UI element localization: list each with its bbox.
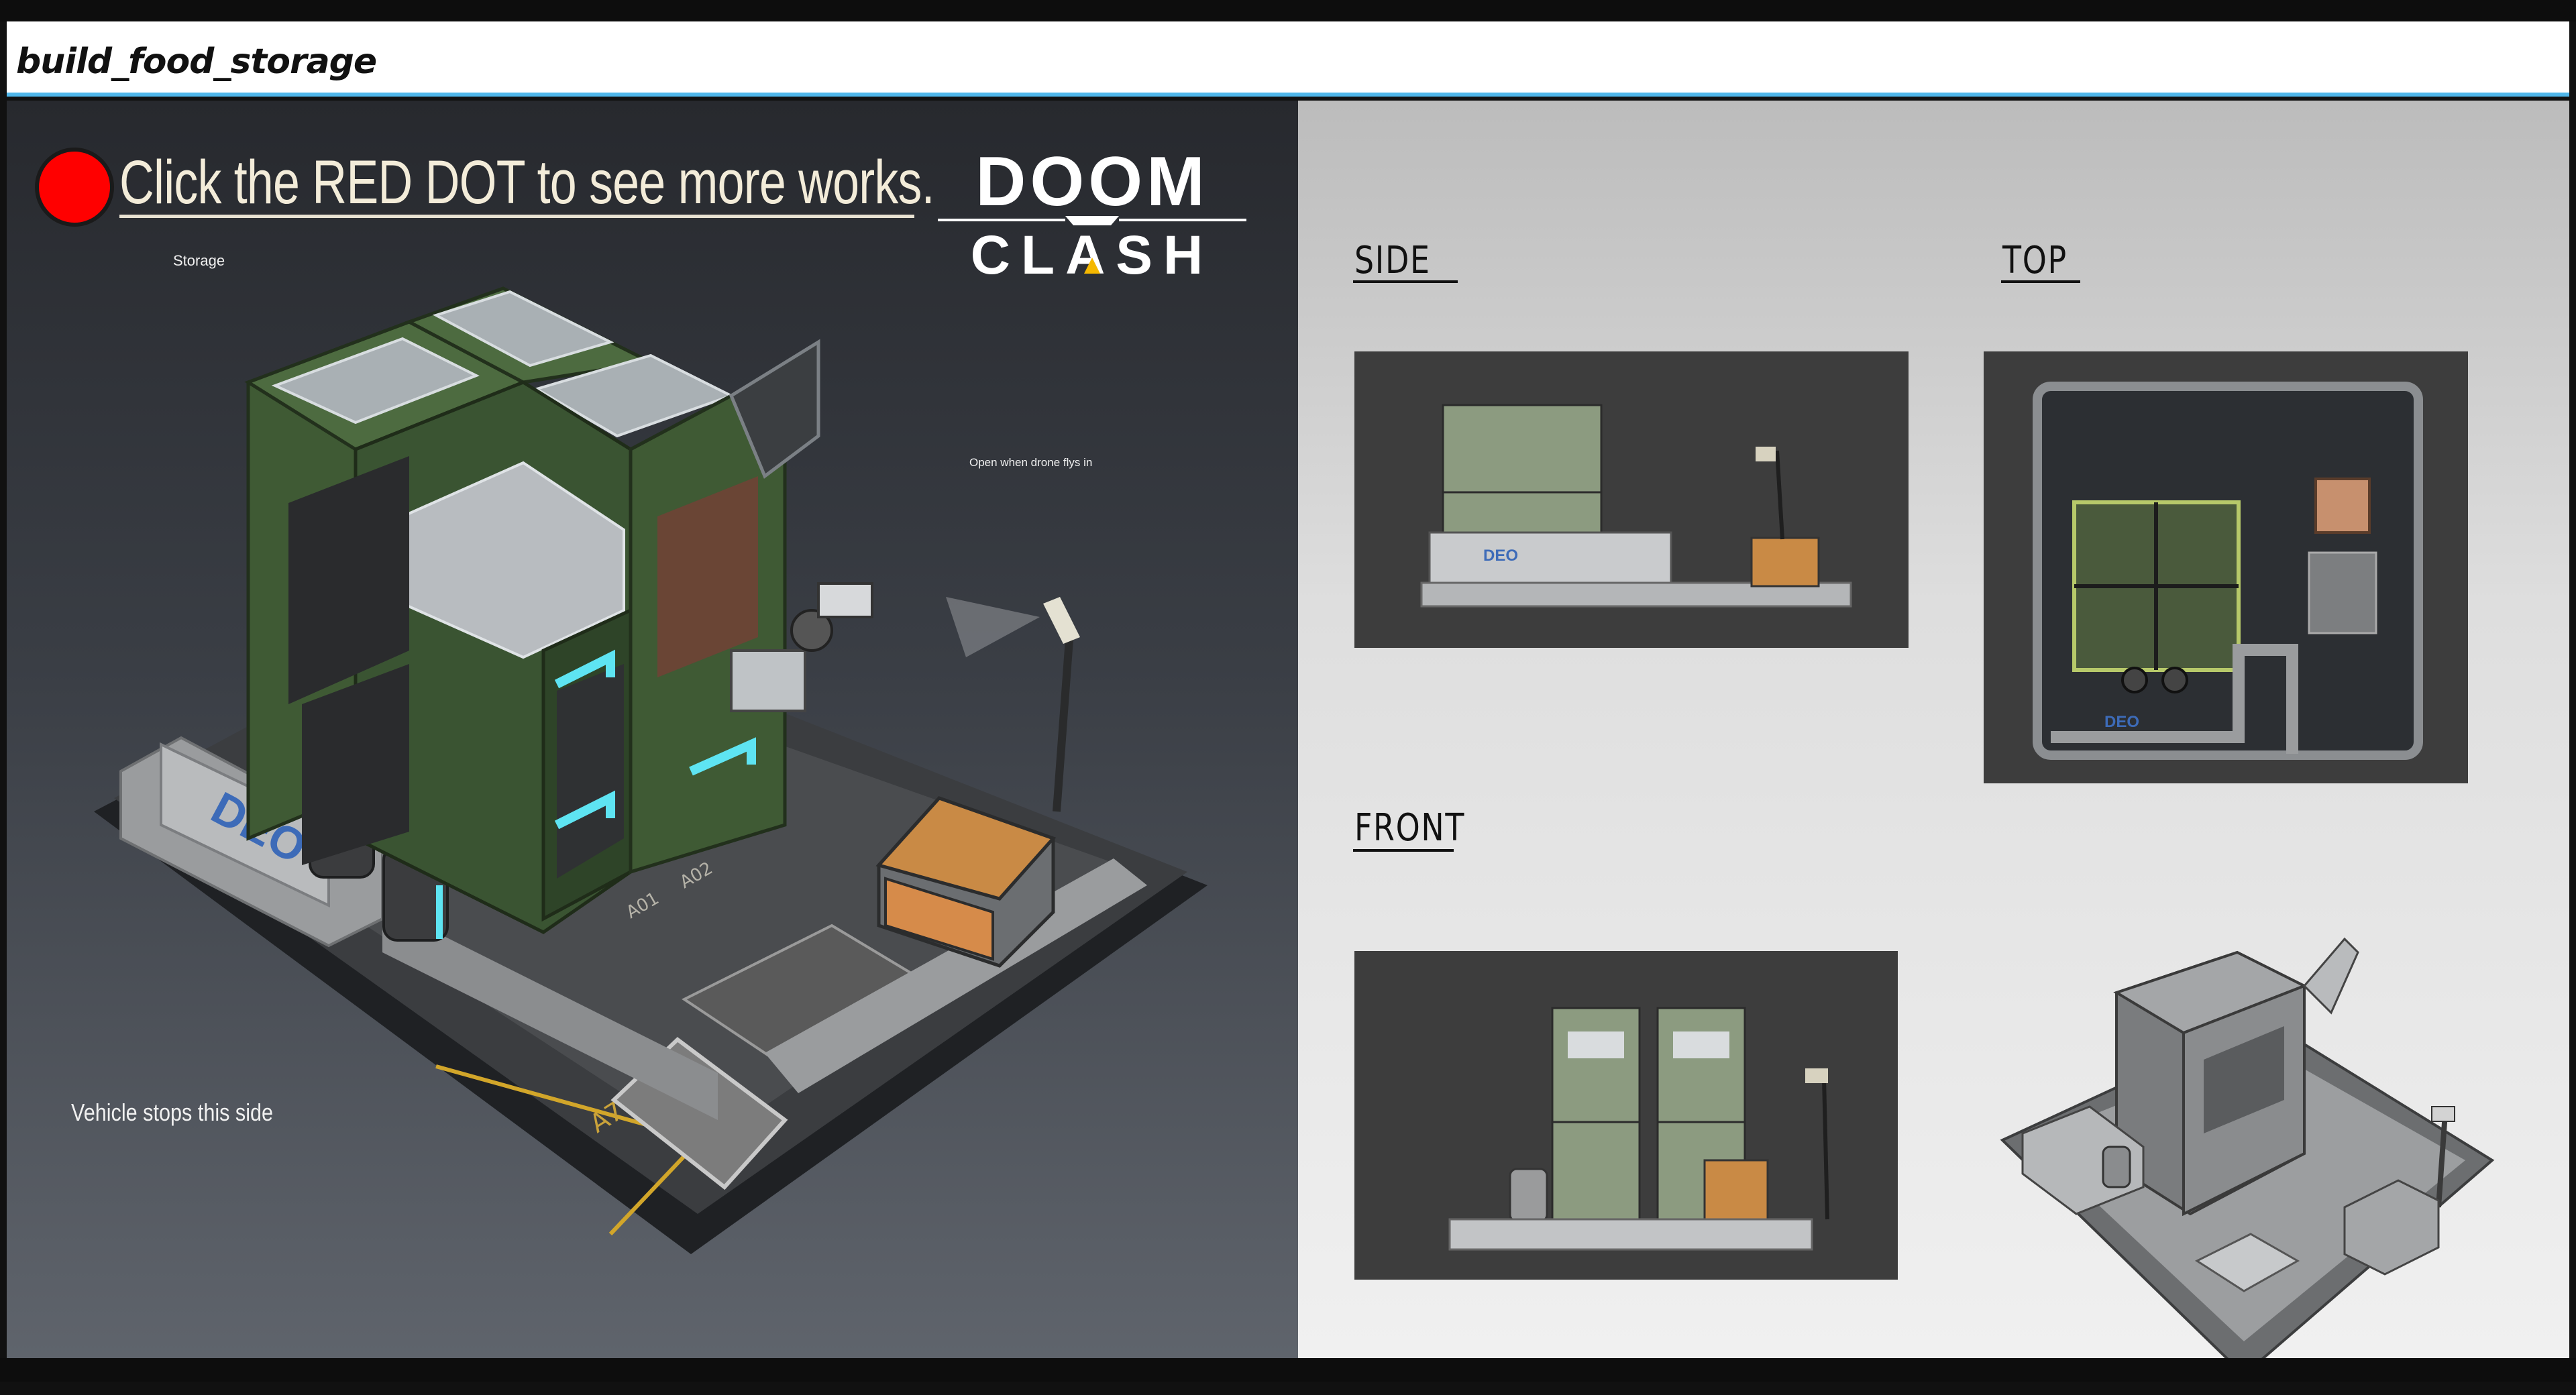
front-label: FRONT (1354, 806, 1466, 850)
red-dot-button[interactable] (35, 148, 114, 227)
container-lid-2 (432, 290, 614, 368)
top-view-image: DEO (1984, 351, 2468, 783)
logo-line1: DOOM (975, 146, 1209, 221)
svg-text:DEO: DEO (2104, 713, 2139, 731)
glow-handle-2 (554, 790, 615, 830)
top-label: TOP (2002, 239, 2068, 282)
lamp-head (1043, 597, 1080, 644)
vehicle-note: Vehicle stops this side (71, 1099, 274, 1126)
bottom-frame (0, 1358, 2576, 1382)
top-frame (0, 0, 2576, 21)
open-door-interior (657, 476, 758, 677)
promo-underline (119, 215, 914, 218)
storage-note: Storage (173, 252, 225, 269)
storage-building-render: A7 DEO (94, 286, 1208, 1254)
container-lid-1 (271, 337, 480, 425)
side-label: SIDE (1354, 239, 1431, 282)
front-view-image (1354, 951, 1898, 1280)
page-title: build_food_storage (16, 42, 377, 82)
drone-note: Open when drone flys in (969, 456, 1093, 469)
views-panel: SIDE TOP FRONT DEO DEO (1298, 101, 2569, 1377)
title-bar: build_food_storage (7, 21, 2569, 97)
side-view-image: DEO (1354, 351, 1909, 648)
lamp-post (1053, 630, 1074, 812)
svg-text:DEO: DEO (1483, 547, 1518, 565)
main-render-panel: Click the RED DOT to see more works. DOO… (7, 101, 1298, 1358)
drone-dock (730, 649, 806, 712)
glow-handle-3 (689, 737, 756, 776)
untextured-model-render (2000, 937, 2495, 1377)
promo-link[interactable]: Click the RED DOT to see more works. (119, 148, 935, 217)
doom-clash-logo: DOOM CLASH (938, 146, 1246, 280)
glow-handle-1 (554, 649, 615, 689)
open-hatch (729, 339, 820, 479)
